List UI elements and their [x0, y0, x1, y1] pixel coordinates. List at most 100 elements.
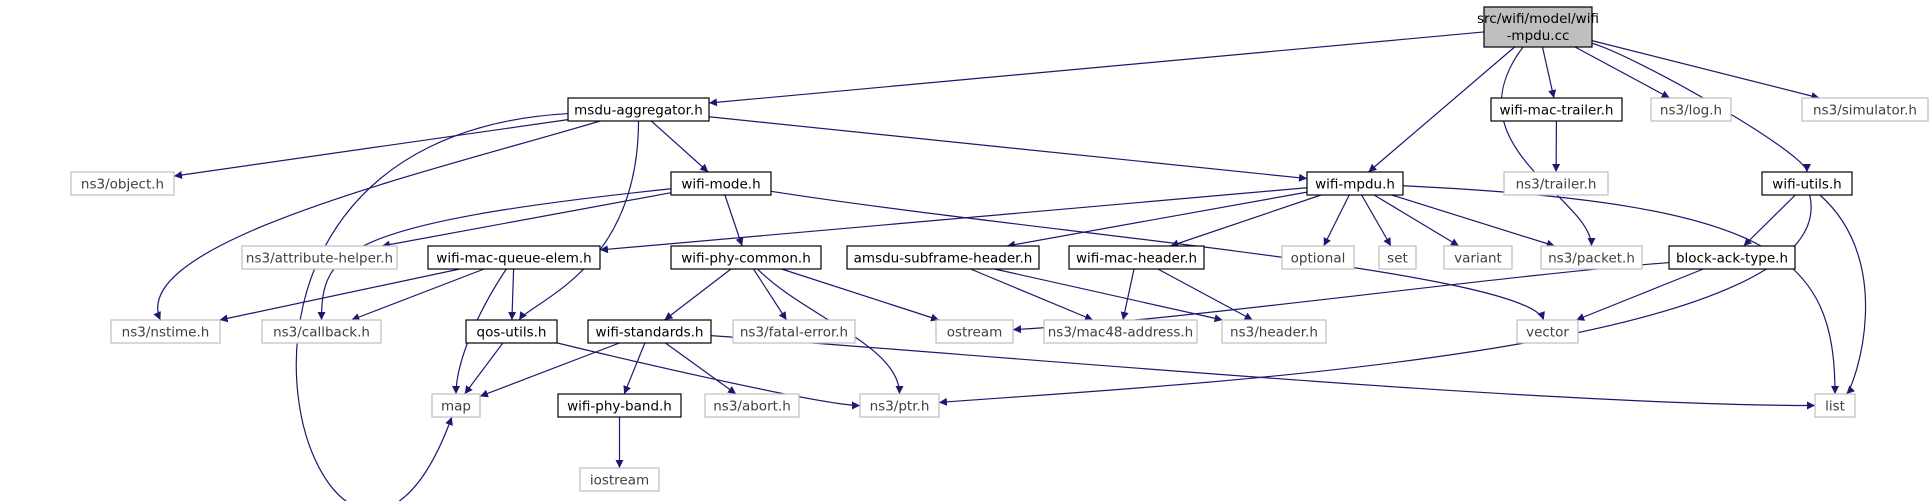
- node-label: ns3/abort.h: [713, 399, 791, 415]
- node-box: [1668, 245, 1796, 270]
- edge-wifi-mpdu-to-amsdu-subframe-header: [1006, 191, 1308, 249]
- node-box: [1490, 97, 1623, 122]
- edge-wifi-mac-queue-elem-to-ns3-nstime: [219, 268, 460, 323]
- node-ostream: ostream: [935, 319, 1014, 344]
- node-label: wifi-mode.h: [681, 177, 760, 193]
- node-ns3-ptr: ns3/ptr.h: [859, 393, 940, 418]
- node-label: src/wifi/model/wifi: [1477, 11, 1599, 27]
- node-box: [935, 319, 1014, 344]
- node-label: -mpdu.cc: [1507, 28, 1570, 44]
- edge-wifi-phy-common-to-ns3-fatal-error: [752, 268, 788, 321]
- node-label: amsdu-subframe-header.h: [854, 251, 1033, 267]
- nodes: src/wifi/model/wifi-mpdu.cc msdu-aggregat…: [70, 6, 1929, 492]
- node-ns3-trailer: ns3/trailer.h: [1503, 171, 1609, 196]
- edge-root-to-ns3-packet: [1500, 46, 1596, 247]
- edge-wifi-mac-header-to-ns3-mac48-address: [1120, 268, 1135, 321]
- node-box: [1281, 245, 1355, 270]
- edge-msdu-aggregator-to-qos-utils: [518, 120, 640, 321]
- node-box: [1043, 319, 1198, 344]
- node-label: qos-utils.h: [477, 325, 547, 341]
- node-block-ack-type[interactable]: block-ack-type.h: [1668, 245, 1796, 270]
- node-label: ostream: [947, 325, 1003, 341]
- node-wifi-phy-common[interactable]: wifi-phy-common.h: [670, 245, 822, 270]
- node-qos-utils[interactable]: qos-utils.h: [465, 319, 558, 344]
- node-wifi-mac-queue-elem[interactable]: wifi-mac-queue-elem.h: [427, 245, 601, 270]
- node-ns3-callback: ns3/callback.h: [261, 319, 382, 344]
- node-label: wifi-phy-common.h: [681, 251, 811, 267]
- edge-wifi-mode-to-vector: [770, 190, 1545, 321]
- edge-wifi-utils-to-ns3-ptr: [938, 194, 1812, 406]
- node-label: list: [1825, 399, 1845, 415]
- node-wifi-mac-header[interactable]: wifi-mac-header.h: [1068, 245, 1205, 270]
- edge-wifi-standards-to-map: [479, 342, 620, 398]
- edge-msdu-aggregator-to-wifi-mode: [650, 120, 709, 173]
- node-label: variant: [1454, 251, 1502, 267]
- edge-wifi-phy-common-to-wifi-standards: [664, 268, 732, 321]
- node-label: wifi-mac-trailer.h: [1500, 103, 1614, 119]
- node-box: [431, 393, 481, 418]
- node-box: [1801, 97, 1929, 122]
- node-label: ns3/packet.h: [1548, 251, 1635, 267]
- node-list: list: [1814, 393, 1856, 418]
- edge-root-to-ns3-log: [1574, 46, 1670, 99]
- edge-wifi-standards-to-list: [710, 335, 1816, 410]
- node-label: map: [441, 399, 471, 415]
- node-ns3-header: ns3/header.h: [1221, 319, 1327, 344]
- node-amsdu-subframe-header[interactable]: amsdu-subframe-header.h: [846, 245, 1040, 270]
- node-vector: vector: [1516, 319, 1579, 344]
- node-label: wifi-standards.h: [596, 325, 704, 341]
- edges: [153, 31, 1867, 501]
- node-label: wifi-mac-queue-elem.h: [436, 251, 591, 267]
- edge-wifi-mpdu-to-list: [1402, 185, 1839, 395]
- node-box: [427, 245, 601, 270]
- node-msdu-aggregator[interactable]: msdu-aggregator.h: [567, 97, 710, 122]
- node-map: map: [431, 393, 481, 418]
- edge-root-to-msdu-aggregator: [708, 31, 1485, 107]
- edge-wifi-utils-to-list: [1819, 194, 1867, 395]
- edge-wifi-mac-header-to-ns3-header: [1157, 268, 1253, 321]
- node-ns3-packet: ns3/packet.h: [1540, 245, 1643, 270]
- node-wifi-mac-trailer[interactable]: wifi-mac-trailer.h: [1490, 97, 1623, 122]
- node-label: optional: [1291, 251, 1346, 267]
- node-wifi-standards[interactable]: wifi-standards.h: [587, 319, 712, 344]
- node-box: [261, 319, 382, 344]
- node-label: ns3/attribute-helper.h: [246, 251, 393, 267]
- edge-wifi-mode-to-ns3-attribute-helper: [381, 192, 672, 249]
- edge-wifi-mpdu-to-ns3-packet: [1391, 194, 1555, 248]
- node-wifi-mpdu[interactable]: wifi-mpdu.h: [1306, 171, 1404, 196]
- node-label: wifi-mac-header.h: [1076, 251, 1197, 267]
- node-box: [859, 393, 940, 418]
- edge-qos-utils-to-map: [464, 342, 504, 395]
- node-wifi-utils[interactable]: wifi-utils.h: [1761, 171, 1853, 196]
- node-box: [567, 97, 710, 122]
- node-label: ns3/trailer.h: [1516, 177, 1597, 193]
- node-box: [110, 319, 221, 344]
- edge-wifi-mac-queue-elem-to-qos-utils: [508, 268, 517, 321]
- node-box: [1814, 393, 1856, 418]
- node-label: wifi-utils.h: [1772, 177, 1841, 193]
- node-wifi-mode[interactable]: wifi-mode.h: [670, 171, 772, 196]
- node-wifi-phy-band[interactable]: wifi-phy-band.h: [557, 393, 682, 418]
- node-box: [1068, 245, 1205, 270]
- edge-root-to-wifi-mac-trailer: [1541, 46, 1557, 99]
- node-box: [846, 245, 1040, 270]
- node-label: vector: [1526, 325, 1569, 341]
- node-ns3-attribute-helper: ns3/attribute-helper.h: [241, 245, 398, 270]
- node-label: wifi-phy-band.h: [567, 399, 672, 415]
- edge-qos-utils-to-ns3-ptr: [556, 342, 861, 410]
- node-box: [1503, 171, 1609, 196]
- node-box: [704, 393, 800, 418]
- node-box: [70, 171, 175, 196]
- node-label: set: [1387, 251, 1408, 267]
- node-box: [465, 319, 558, 344]
- edge-wifi-standards-to-ns3-abort: [665, 342, 737, 395]
- node-ns3-simulator: ns3/simulator.h: [1801, 97, 1929, 122]
- node-root[interactable]: src/wifi/model/wifi-mpdu.cc: [1477, 6, 1599, 48]
- node-box: [1221, 319, 1327, 344]
- edge-msdu-aggregator-to-ns3-object: [173, 119, 569, 179]
- edge-wifi-mac-queue-elem-to-ns3-callback: [351, 268, 485, 321]
- node-box: [670, 245, 822, 270]
- node-label: msdu-aggregator.h: [574, 103, 703, 119]
- node-ns3-object: ns3/object.h: [70, 171, 175, 196]
- node-optional: optional: [1281, 245, 1355, 270]
